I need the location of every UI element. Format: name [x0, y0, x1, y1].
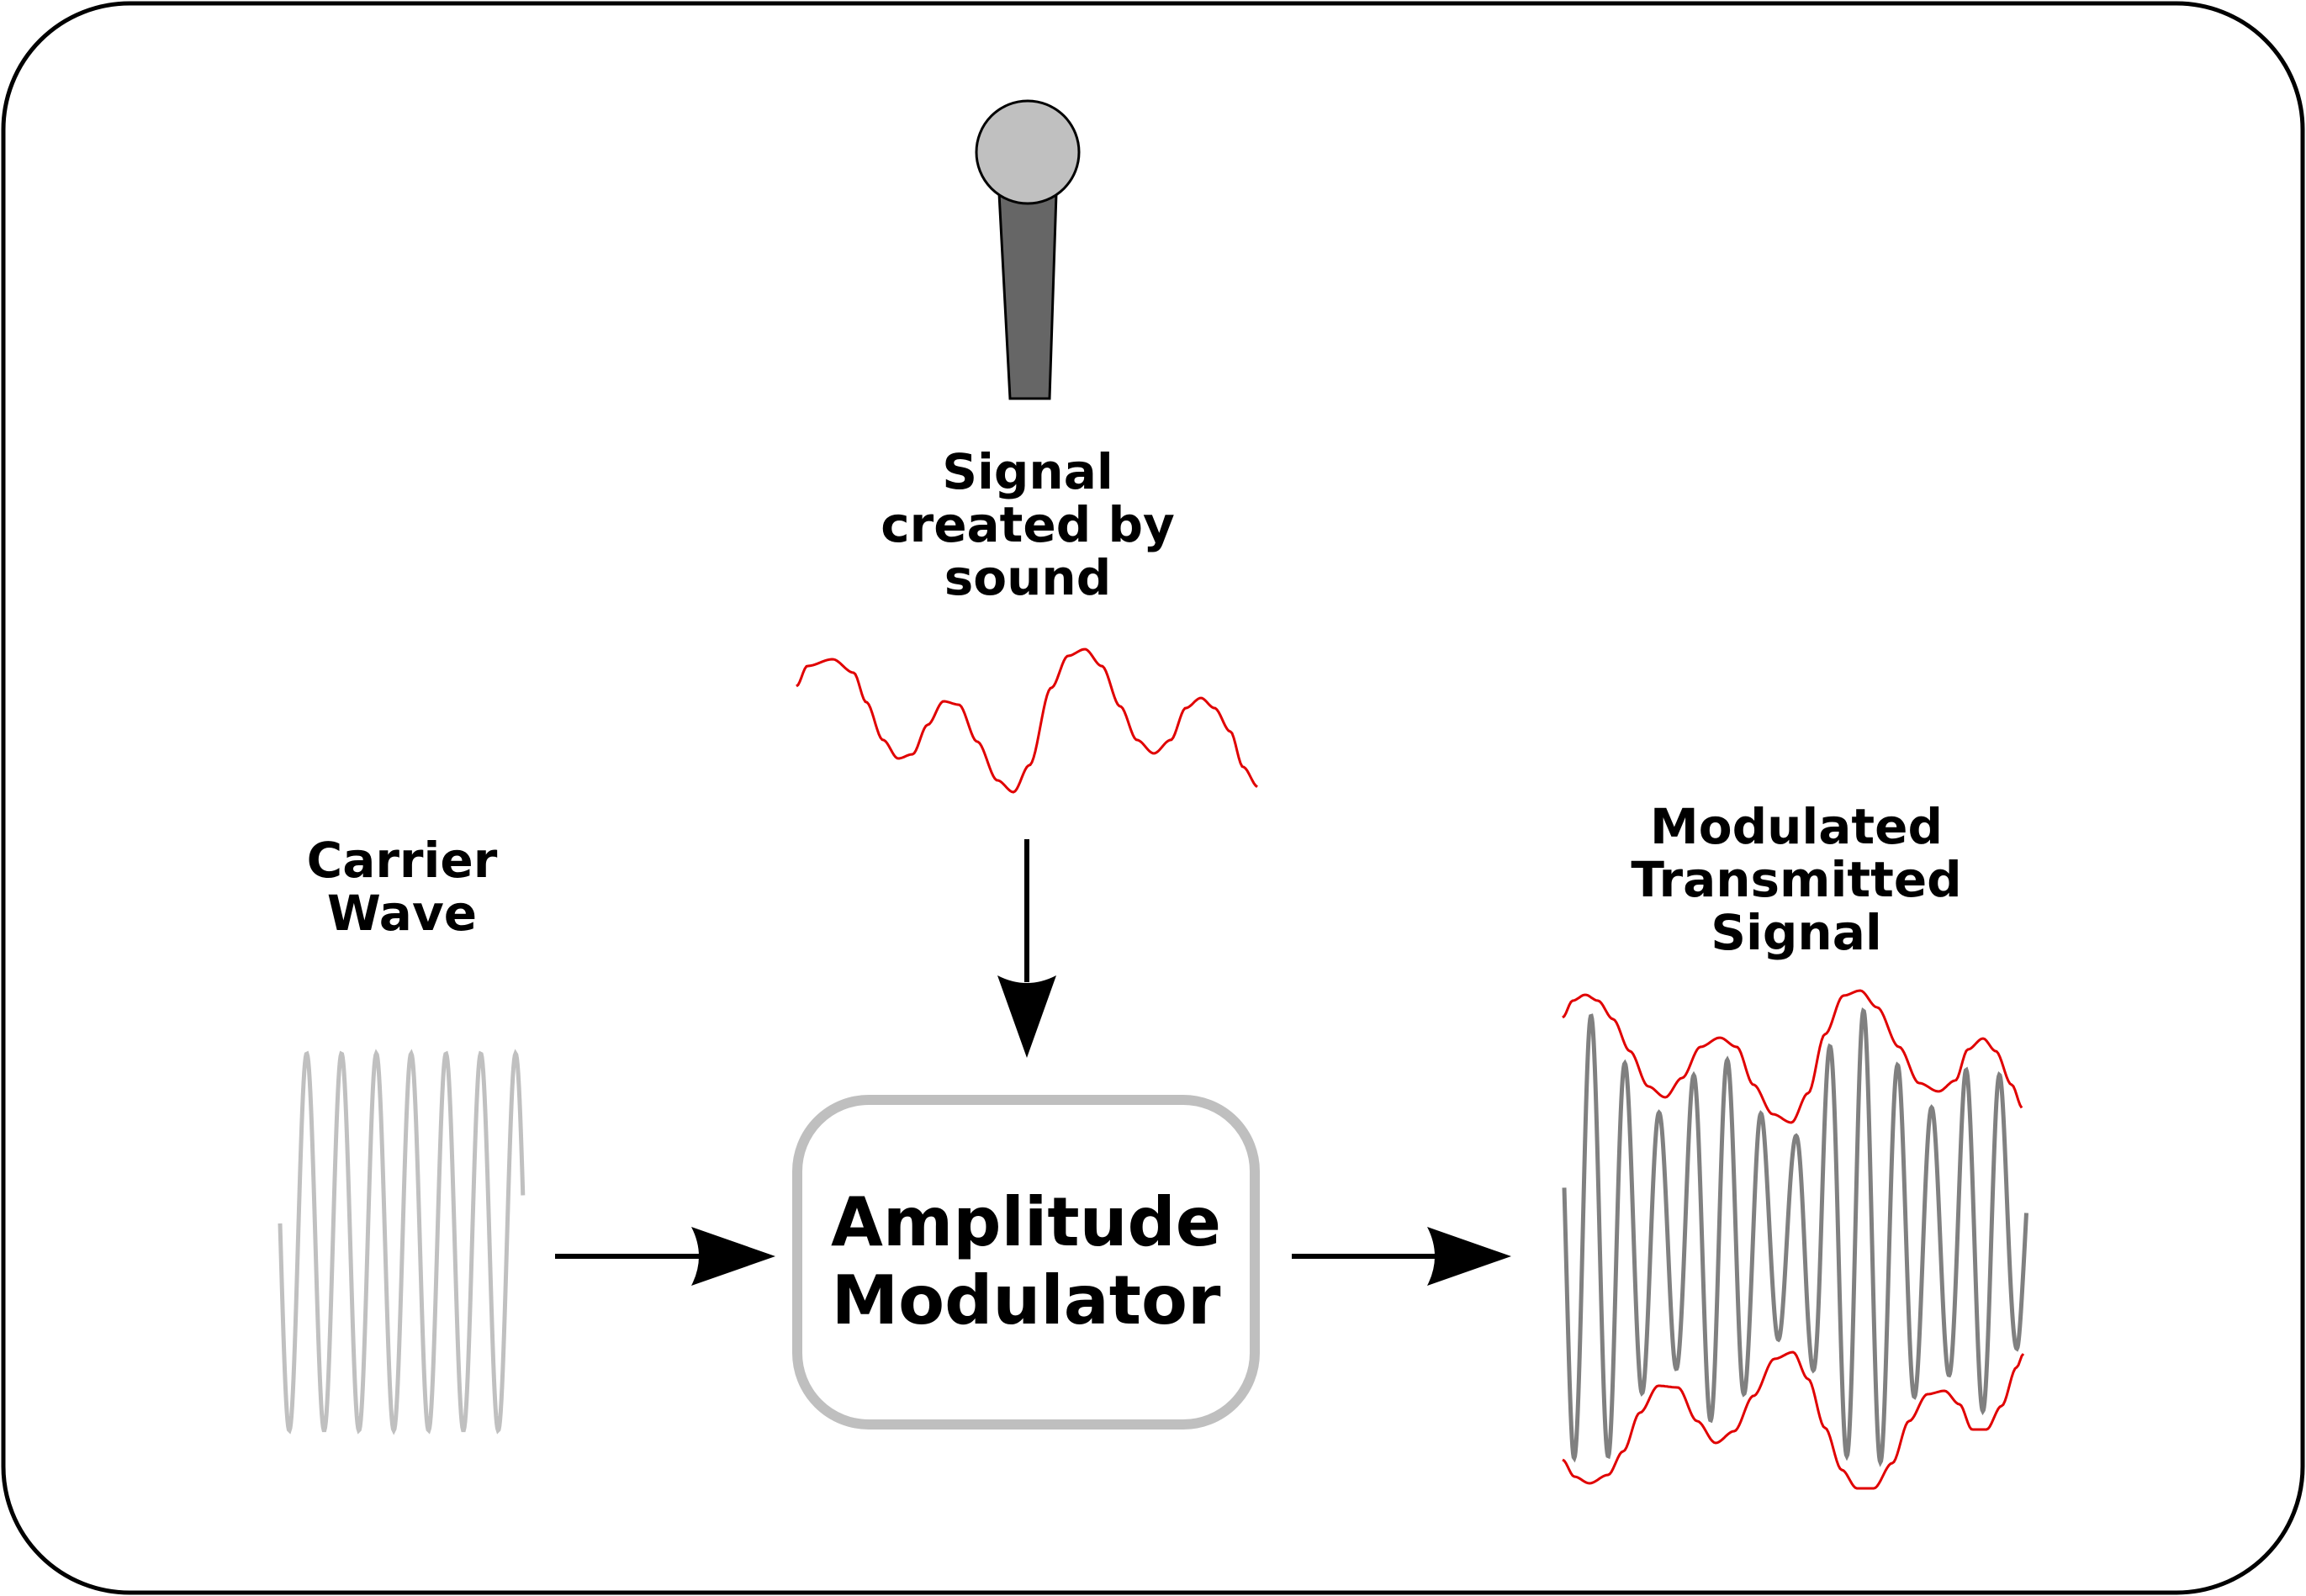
carrier-label: Carrier Wave	[234, 834, 570, 940]
modulated-label-line-2: Transmitted	[1631, 851, 1962, 908]
modulated-signal-wave	[1562, 1007, 2028, 1467]
signal-label-line-1: Signal	[942, 443, 1113, 500]
carrier-label-line-1: Carrier	[306, 832, 498, 889]
modulator-label-line-1: Amplitude	[830, 1183, 1222, 1261]
signal-label-line-2: created by	[881, 496, 1175, 553]
arrow-right-modulated	[1292, 1227, 1511, 1286]
microphone-icon	[975, 99, 1081, 400]
microphone-handle	[997, 192, 1058, 400]
amplitude-modulator-box	[792, 1095, 1260, 1430]
signal-label: Signal created by sound	[859, 446, 1196, 605]
modulated-label-line-1: Modulated	[1650, 798, 1943, 855]
envelope-top	[1562, 989, 2023, 1124]
carrier-wave	[278, 1049, 526, 1435]
modulator-label-line-2: Modulator	[831, 1261, 1221, 1340]
carrier-label-line-2: Wave	[326, 885, 478, 942]
signal-label-line-3: sound	[944, 549, 1112, 606]
modulator-label: Amplitude Modulator	[797, 1183, 1255, 1340]
envelope-bottom	[1562, 1350, 2025, 1490]
modulated-label-line-3: Signal	[1711, 904, 1882, 961]
microphone-head	[975, 99, 1081, 205]
modulated-label: Modulated Transmitted Signal	[1586, 801, 2007, 959]
sound-signal-wave	[796, 647, 1258, 794]
arrow-down-signal	[997, 839, 1056, 1058]
arrow-right-carrier	[555, 1227, 775, 1286]
